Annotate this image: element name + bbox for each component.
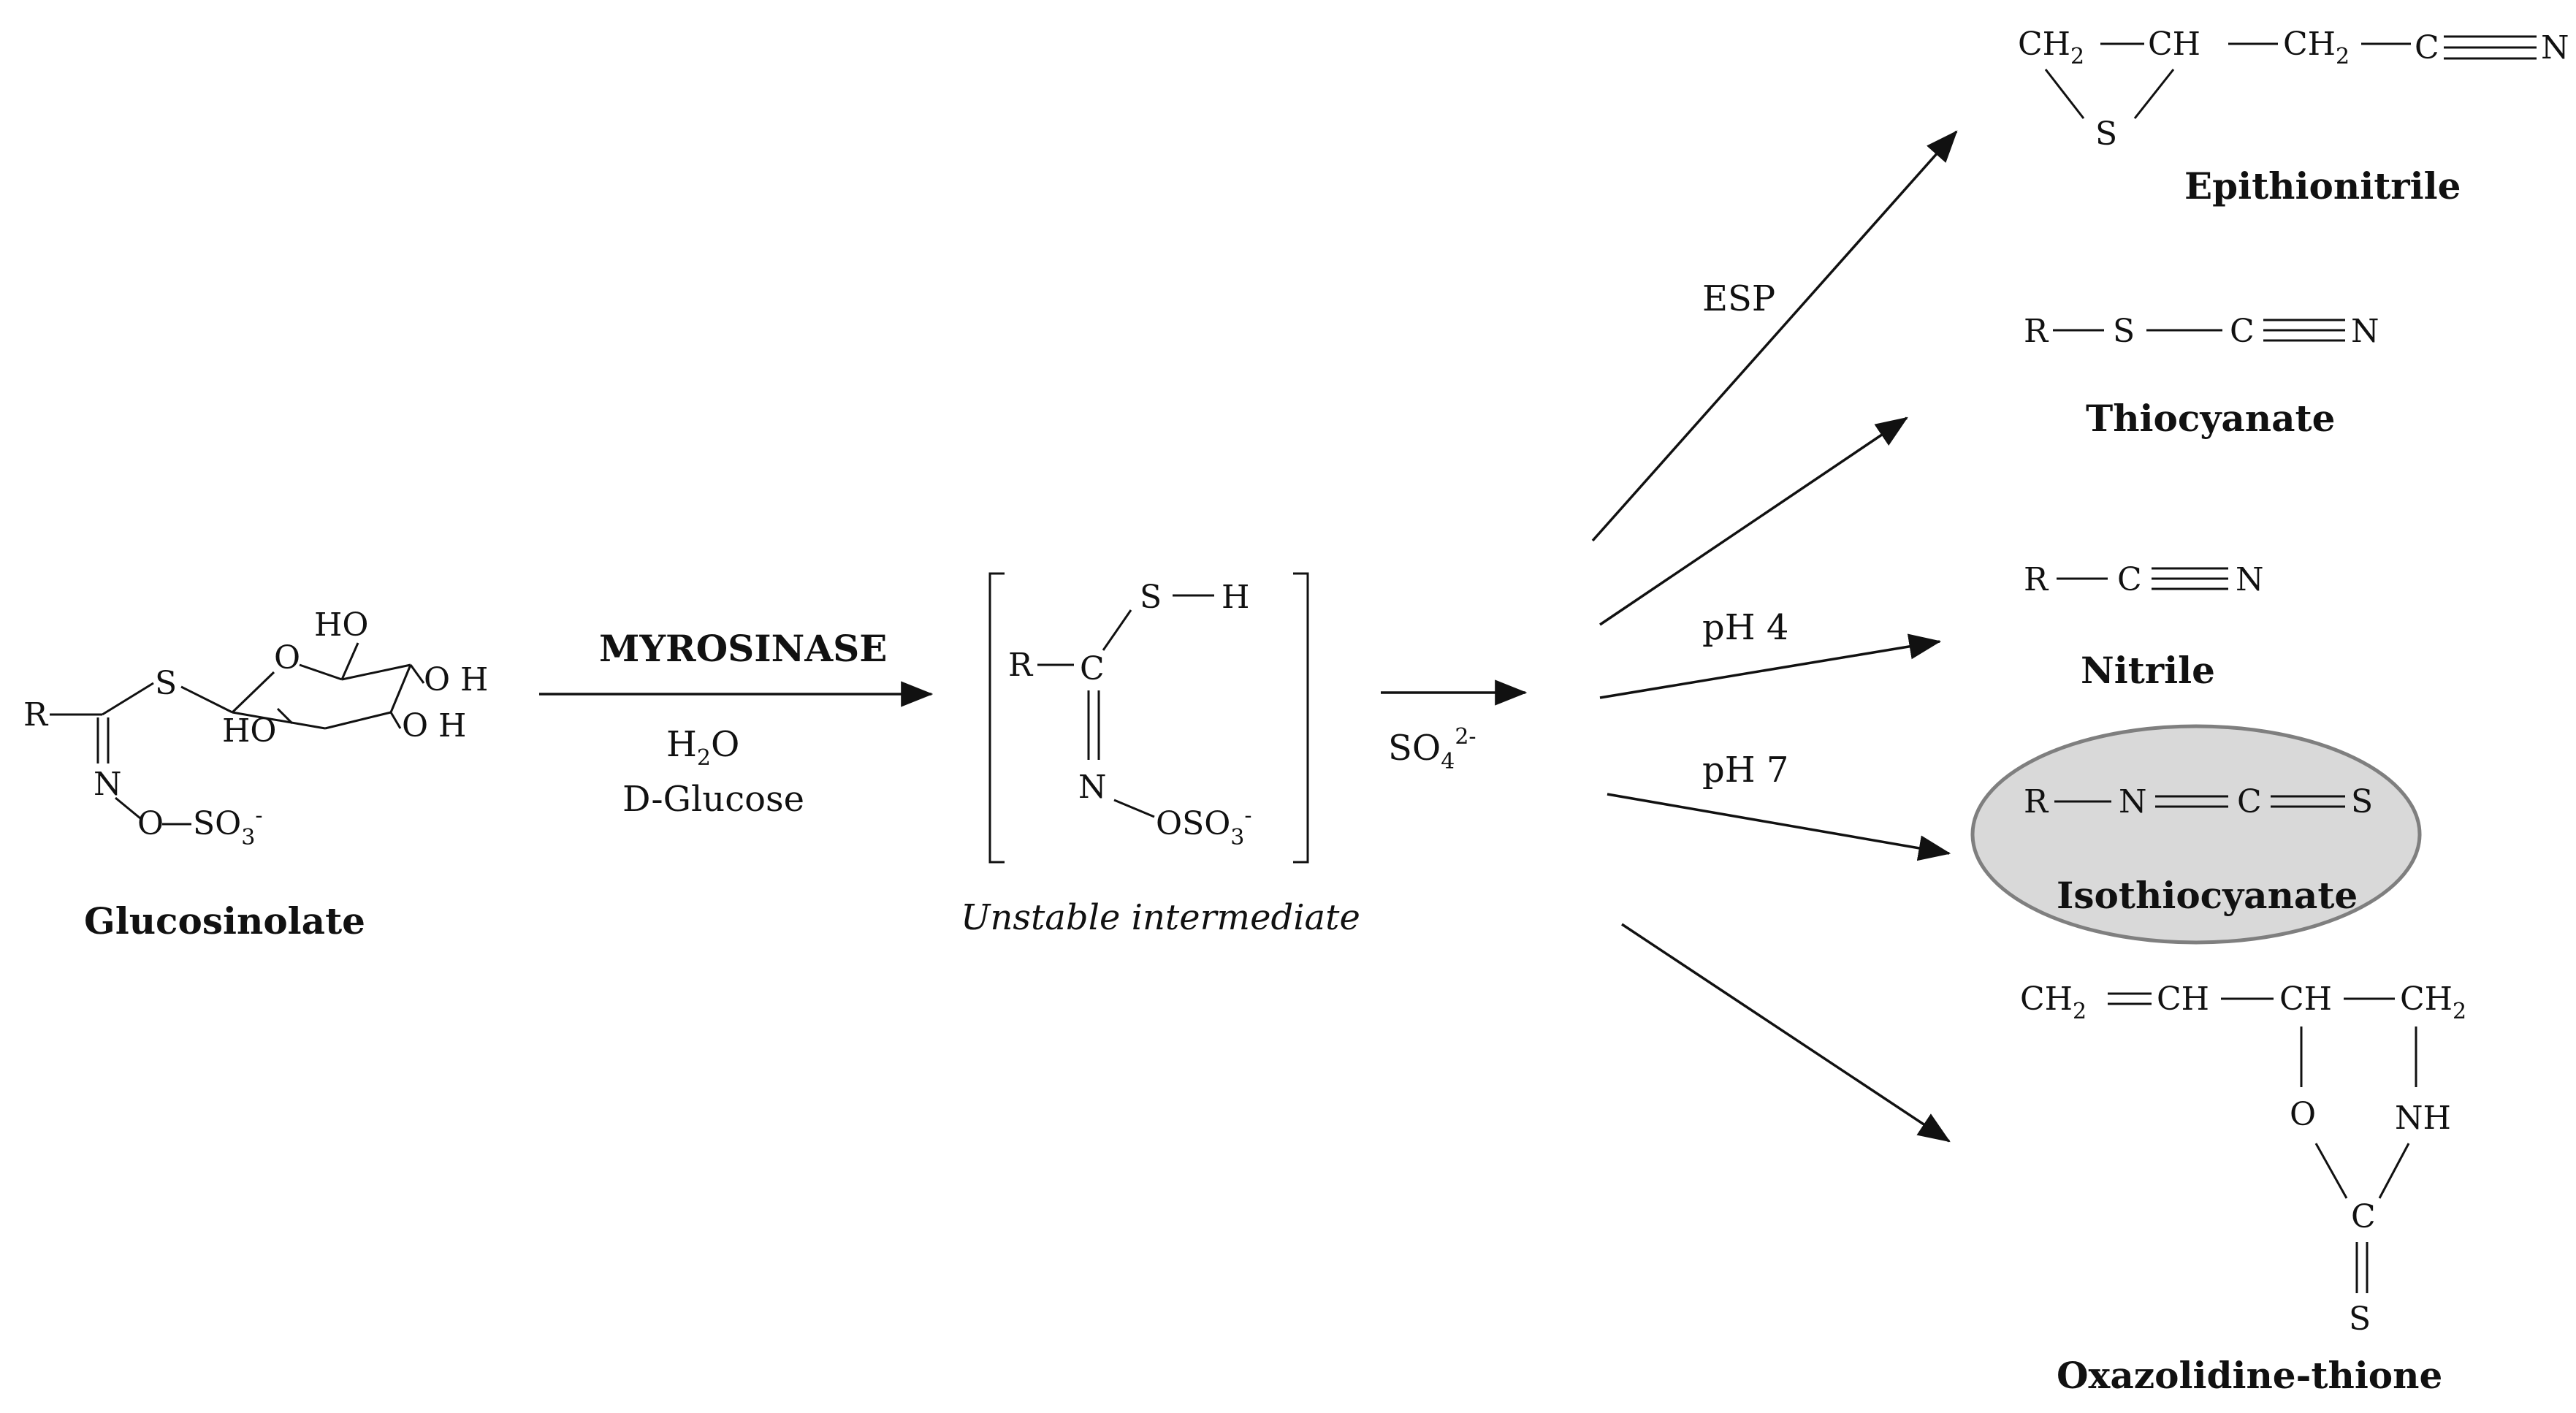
oxa-ch-1: CH — [2157, 980, 2209, 1018]
oh-2: O H — [402, 707, 466, 744]
glucosinolate-label: Glucosinolate — [84, 899, 365, 942]
thio-s: S — [2113, 313, 2135, 350]
arrow-thiocyanate — [1599, 416, 1908, 626]
epi-c: C — [2415, 29, 2439, 66]
arrow-epithionitrile — [1591, 130, 1958, 542]
isothiocyanate-structure: R N C S Isothiocyanate — [1970, 724, 2422, 945]
oxazolidine-structure: CH2 CH CH CH2 O NH C S Oxazolidine-thion… — [2020, 980, 2466, 1397]
glucose-label: D-Glucose — [622, 779, 804, 820]
thiocyanate-label: Thiocyanate — [2086, 397, 2335, 440]
atom-c: C — [1080, 650, 1105, 688]
ring-oxygen: O — [274, 639, 300, 677]
ph7-label: pH 7 — [1702, 750, 1788, 791]
myrosinase-step: MYROSINASE H2O D-Glucose — [539, 627, 934, 820]
oxazolidine-label: Oxazolidine-thione — [2057, 1354, 2442, 1397]
atom-s: S — [155, 665, 177, 702]
epi-ch2-2: CH2 — [2283, 26, 2350, 69]
atom-o: O — [137, 805, 164, 842]
oxa-c: C — [2351, 1198, 2376, 1235]
thio-r: R — [2024, 313, 2049, 350]
epi-ch: CH — [2148, 26, 2200, 63]
esp-label: ESP — [1702, 278, 1775, 319]
arrow-nitrile — [1599, 633, 1942, 699]
epi-n: N — [2541, 29, 2569, 66]
atom-n: N — [1078, 769, 1107, 806]
epithionitrile-structure: CH2 CH CH2 C N S Epithionitrile — [2018, 26, 2569, 207]
glucosinolate-structure: R S N O SO3- O HO O H O H HO Glucosinola… — [23, 606, 488, 942]
intermediate-structure: R C S H N OSO3- Unstable intermediate — [961, 572, 1360, 938]
atom-r: R — [1008, 647, 1034, 684]
sulfate-label: SO42- — [1388, 724, 1476, 774]
nitrile-n: N — [2236, 561, 2264, 598]
iso-s: S — [2351, 783, 2373, 820]
nitrile-label: Nitrile — [2081, 649, 2215, 692]
iso-n: N — [2119, 783, 2147, 820]
thio-n: N — [2351, 313, 2379, 350]
iso-c: C — [2237, 783, 2262, 820]
oxa-nh: NH — [2395, 1100, 2451, 1137]
highlight-ellipse — [1970, 724, 2422, 945]
epi-ch2-1: CH2 — [2018, 26, 2084, 69]
myrosinase-label: MYROSINASE — [599, 627, 887, 670]
ho-top: HO — [314, 606, 368, 644]
thiocyanate-structure: R S C N Thiocyanate — [2024, 313, 2379, 440]
thio-c: C — [2230, 313, 2255, 350]
atom-r: R — [23, 696, 49, 734]
oxa-ch2-1: CH2 — [2020, 980, 2087, 1024]
arrow-isothiocyanate — [1607, 793, 1951, 861]
so3-group: SO3- — [193, 803, 262, 850]
water-label: H2O — [666, 724, 739, 771]
oh-1: O H — [424, 661, 488, 698]
oxa-ch-2: CH — [2279, 980, 2332, 1018]
epi-s: S — [2095, 115, 2117, 153]
oxa-s: S — [2349, 1300, 2371, 1338]
nitrile-structure: R C N Nitrile — [2024, 561, 2264, 692]
atom-n: N — [94, 766, 122, 803]
ph4-label: pH 4 — [1702, 607, 1788, 648]
sulfate-step: SO42- — [1381, 679, 1528, 774]
atom-s: S — [1140, 579, 1162, 616]
oxa-ch2-2: CH2 — [2400, 980, 2466, 1024]
isothiocyanate-label: Isothiocyanate — [2057, 874, 2358, 917]
atom-h: H — [1222, 579, 1249, 616]
epithionitrile-label: Epithionitrile — [2184, 164, 2461, 207]
oxa-o: O — [2290, 1096, 2316, 1133]
oso3-group: OSO3- — [1156, 803, 1252, 850]
intermediate-label: Unstable intermediate — [961, 897, 1360, 938]
iso-r: R — [2024, 783, 2049, 820]
arrow-oxazolidine — [1621, 923, 1951, 1143]
ho-bottom: HO — [222, 712, 276, 750]
nitrile-c: C — [2117, 561, 2142, 598]
branch-arrows: ESP pH 4 pH 7 — [1591, 130, 1958, 1143]
nitrile-r: R — [2024, 561, 2049, 598]
